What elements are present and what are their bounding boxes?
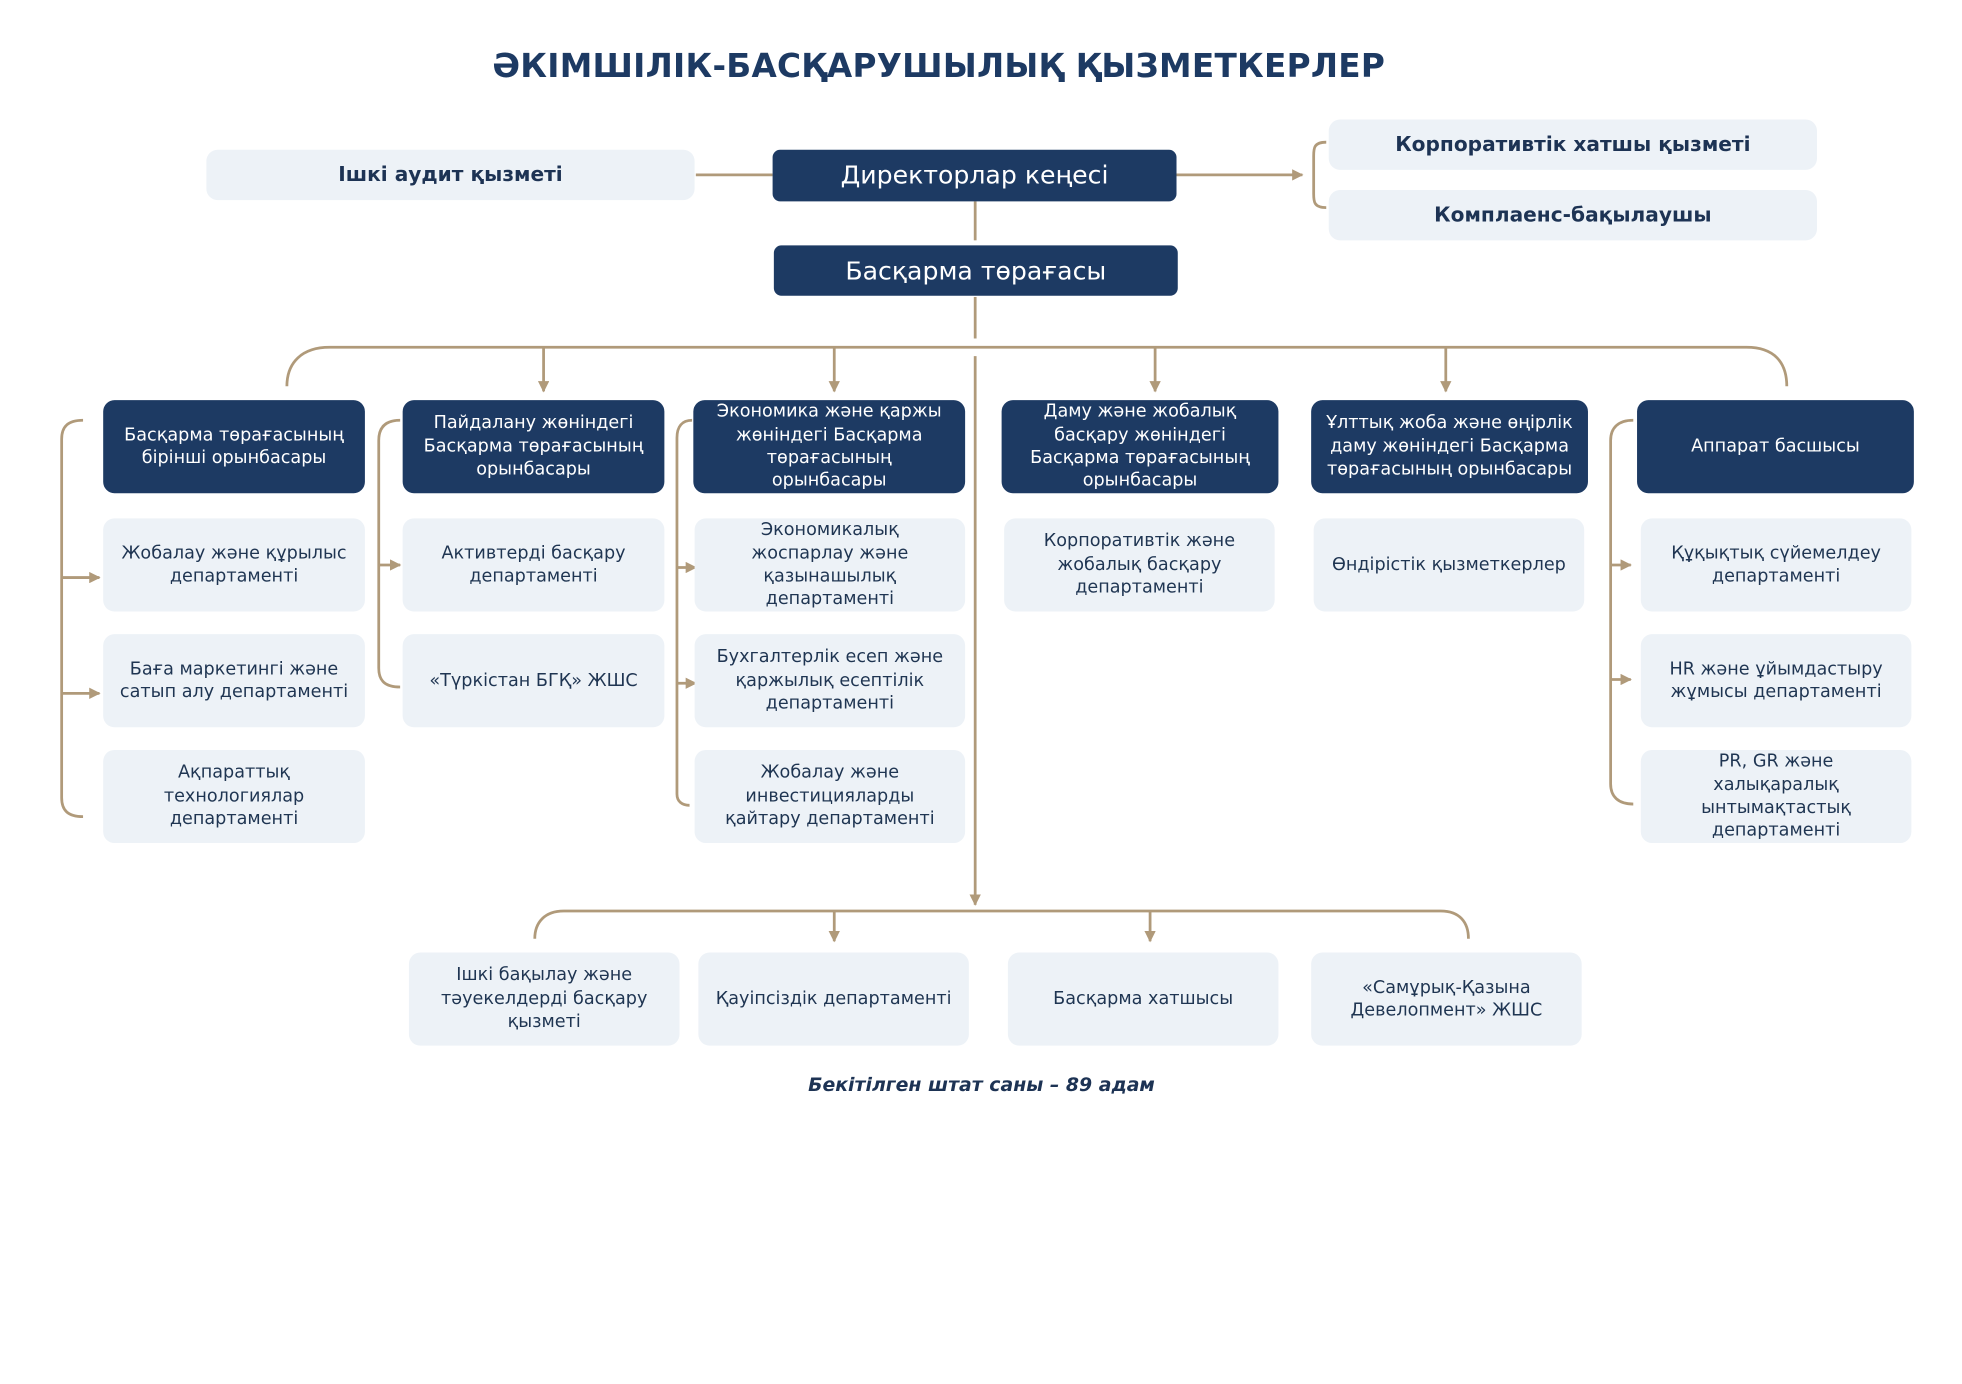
department-box: Активтерді басқару департаменті [402, 518, 665, 612]
department-box: Экономикалық жоспарлау және қазынашылық … [694, 518, 966, 612]
department-box: HR және ұйымдастыру жұмысы департаменті [1640, 634, 1912, 728]
deputy-head-box: Ұлттық жоба және өңірлік даму жөніндегі … [1311, 400, 1588, 494]
department-box: Құқықтық сүйемелдеу департаменті [1640, 518, 1912, 612]
department-box: PR, GR және халықаралық ынтымақтастық де… [1640, 749, 1912, 844]
department-box: Корпоративтік және жобалық басқару депар… [1004, 518, 1275, 612]
department-box: Жобалау және инвестицияларды қайтару деп… [694, 749, 966, 844]
department-box: Бухгалтерлік есеп және қаржылық есептілі… [694, 634, 966, 728]
board-of-directors-box: Директорлар кеңесі [772, 149, 1177, 202]
compliance-box: Комплаенс-бақылаушы [1328, 190, 1817, 241]
bottom-unit-box: Ішкі бақылау және тәуекелдерді басқару қ… [408, 952, 680, 1046]
internal-audit-box: Ішкі аудит қызметі [206, 149, 695, 201]
deputy-head-box: Экономика және қаржы жөніндегі Басқарма … [693, 400, 966, 494]
deputy-head-box: Пайдалану жөніндегі Басқарма төрағасының… [402, 400, 665, 494]
department-box: Өндірістік қызметкерлер [1313, 518, 1585, 612]
bottom-unit-box: «Самұрық-Қазына Девелопмент» ЖШС [1311, 952, 1582, 1046]
staff-count-footer: Бекітілген штат саны – 89 адам [808, 1073, 1155, 1096]
page-title: ӘКІМШІЛІК-БАСҚАРУШЫЛЫҚ ҚЫЗМЕТКЕРЛЕР [492, 47, 1386, 86]
department-box: Баға маркетингі және сатып алу департаме… [103, 634, 365, 728]
department-box: «Түркістан БГҚ» ЖШС [402, 634, 665, 728]
connector-lines [60, 140, 1789, 943]
deputy-head-box: Даму және жобалық басқару жөніндегі Басқ… [1001, 400, 1279, 494]
bottom-unit-box: Қауіпсіздік департаменті [698, 952, 969, 1046]
department-box: Жобалау және құрылыс департаменті [103, 518, 365, 612]
deputy-head-box: Аппарат басшысы [1637, 400, 1914, 494]
deputy-head-box: Басқарма төрағасының бірінші орынбасары [103, 400, 365, 494]
department-box: Ақпараттық технологиялар департаменті [103, 749, 365, 844]
chairman-box: Басқарма төрағасы [773, 245, 1178, 296]
bottom-unit-box: Басқарма хатшысы [1007, 952, 1279, 1046]
corporate-secretary-box: Корпоративтік хатшы қызметі [1328, 119, 1817, 170]
